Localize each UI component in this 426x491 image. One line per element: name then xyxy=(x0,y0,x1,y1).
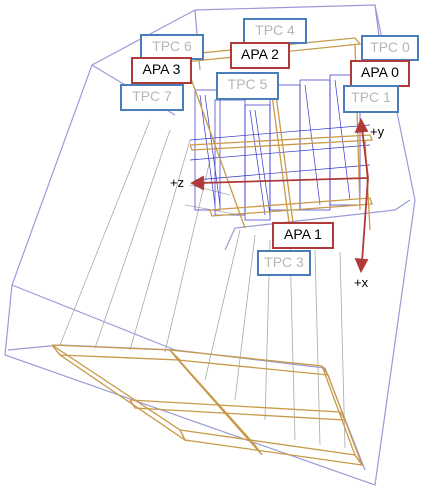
wire-line xyxy=(254,109,271,216)
wire-line xyxy=(189,124,371,141)
apa-3-label: APA 3 xyxy=(131,57,192,84)
wire-plane xyxy=(299,79,331,211)
tpc-0-label: TPC 0 xyxy=(361,35,419,61)
wire-line xyxy=(199,94,216,206)
wire-line xyxy=(249,109,266,216)
y-axis-arrowhead xyxy=(354,117,369,134)
apa-0-label: APA 0 xyxy=(350,60,410,87)
wire-plane xyxy=(329,74,361,206)
wire-line xyxy=(204,94,221,206)
cryostat-edge-inner xyxy=(7,344,366,471)
wire-line xyxy=(304,84,321,206)
apa-frame-rail xyxy=(273,79,295,231)
apa-frame xyxy=(169,349,330,376)
tpc-1-label: TPC 1 xyxy=(343,85,399,113)
cryostat-edge xyxy=(11,284,176,351)
grid-line xyxy=(164,159,211,353)
grid-line xyxy=(59,119,151,346)
grid-line xyxy=(204,229,241,381)
coordinate-axes xyxy=(190,117,369,274)
apa-frame-rail xyxy=(269,79,291,231)
cryostat-edge xyxy=(224,199,411,251)
z-axis-label: +z xyxy=(170,175,185,190)
z-axis-arrow xyxy=(199,177,369,184)
grid-line xyxy=(289,244,296,441)
apa-2-label: APA 2 xyxy=(230,42,290,69)
wire-planes xyxy=(189,74,371,221)
z-axis-arrowhead xyxy=(190,175,204,191)
tpc-7-label: TPC 7 xyxy=(120,84,184,111)
grid-line xyxy=(189,184,231,196)
apa-frames xyxy=(51,37,373,466)
x-axis-label: +x xyxy=(354,275,369,290)
y-axis-arrow xyxy=(361,127,369,179)
grid-line xyxy=(314,249,321,446)
apa-frame xyxy=(209,197,373,217)
grid-line xyxy=(129,139,191,351)
grid-line xyxy=(234,234,256,401)
x-axis-arrow xyxy=(361,177,369,263)
tpc-5-label: TPC 5 xyxy=(216,72,279,100)
apa-frame xyxy=(189,134,373,151)
apa-frame-rail xyxy=(184,61,246,229)
tpc-4-label: TPC 4 xyxy=(243,18,307,44)
apa-frame xyxy=(179,429,364,466)
field-cage-grid xyxy=(59,119,346,449)
grid-line xyxy=(339,251,346,449)
apa-1-label: APA 1 xyxy=(272,222,334,249)
tpc-3-label: TPC 3 xyxy=(257,250,311,276)
grid-line xyxy=(94,129,171,349)
x-axis-arrowhead xyxy=(354,257,369,274)
y-axis-label: +y xyxy=(370,124,385,139)
wire-line xyxy=(334,79,351,201)
apa-frame xyxy=(129,399,347,421)
